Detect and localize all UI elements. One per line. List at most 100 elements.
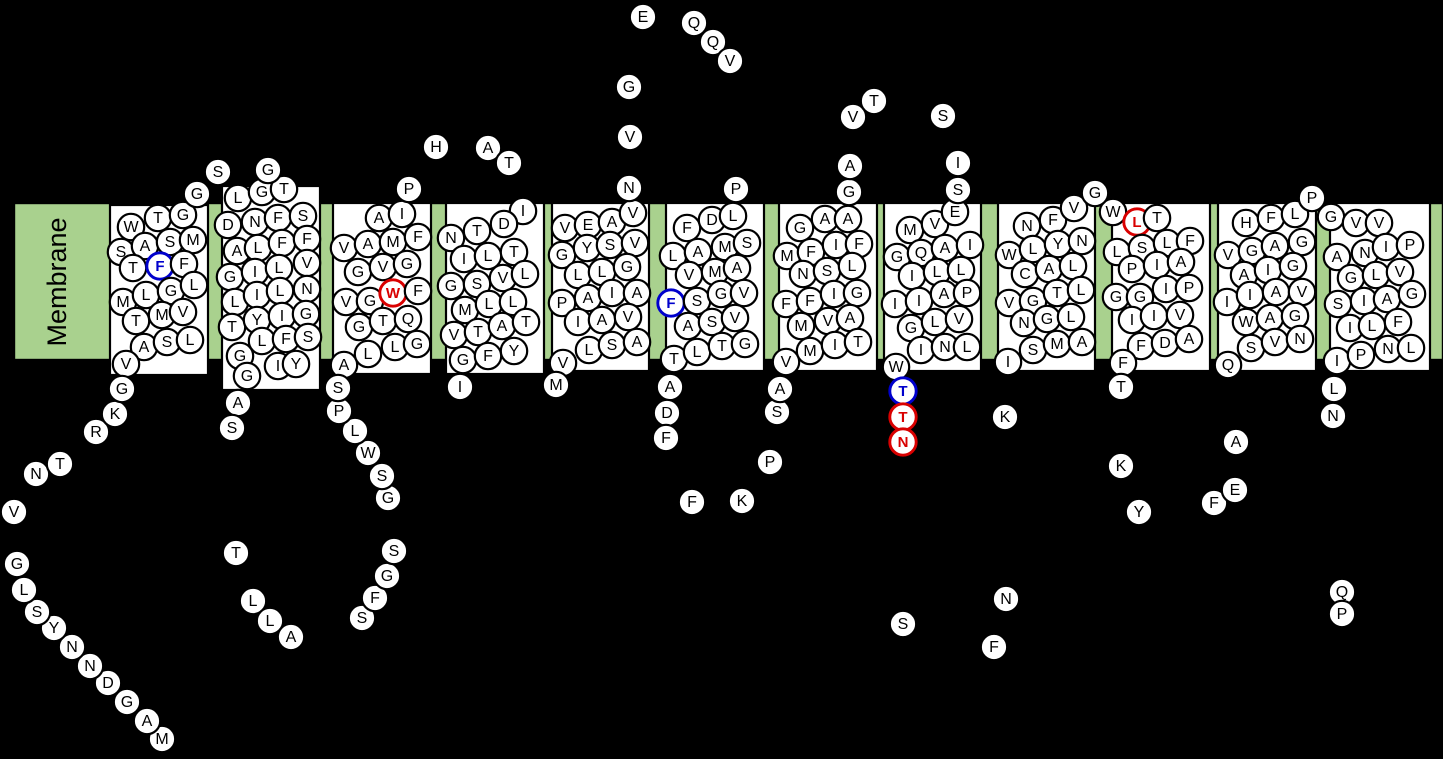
residue-letter: S <box>898 616 909 633</box>
residue-letter: G <box>1345 270 1357 287</box>
residue-letter: G <box>1289 308 1301 325</box>
residue-circle <box>276 622 306 652</box>
residue-circle <box>93 668 123 698</box>
tm4-residue-g: G <box>448 345 478 375</box>
residue-circle <box>2 549 32 579</box>
residue-letter: F <box>661 430 671 447</box>
residue-circle <box>107 374 137 404</box>
tm6-residue-f: F <box>656 288 686 318</box>
residue-letter: L <box>509 294 518 311</box>
residue-letter: S <box>692 293 703 310</box>
residue-letter: I <box>400 206 404 223</box>
residue-letter: F <box>806 244 816 261</box>
residue-letter: I <box>1130 312 1134 329</box>
residue-letter: T <box>231 545 241 562</box>
residue-letter: T <box>378 313 388 330</box>
tm3-residue-f: F <box>403 276 433 306</box>
tm7-residue-v: V <box>771 347 801 377</box>
tm7-residue-g: G <box>785 213 815 243</box>
loop-tm2-tm3-bottom-residue-s: S <box>347 603 377 633</box>
residue-circle <box>1396 333 1426 363</box>
loop-tm6-tm7-bottom-residue-d: D <box>652 398 682 428</box>
tm8-residue-g: G <box>882 242 912 272</box>
tm10-residue-w: W <box>1098 197 1128 227</box>
residue-letter: I <box>1335 353 1339 370</box>
tm4-residue-t: T <box>463 317 493 347</box>
tm11-residue-a: A <box>1261 277 1291 307</box>
loop-tm1-tm2-top-residue-s: S <box>203 157 233 187</box>
residue-letter: G <box>739 336 751 353</box>
residue-letter: N <box>1018 315 1030 332</box>
tm7-residue-m: M <box>795 336 825 366</box>
tm11-residue-w: W <box>1231 307 1261 337</box>
tm5-residue-a: A <box>573 283 603 313</box>
tm3-residue-i: I <box>387 199 417 229</box>
residue-circle <box>403 276 433 306</box>
residue-circle <box>1385 257 1415 287</box>
residue-letter: G <box>445 278 457 295</box>
tm1-residue-t: T <box>121 306 151 336</box>
residue-letter: T <box>504 155 514 172</box>
residue-letter: F <box>1209 495 1219 512</box>
tm4-residue-f: F <box>473 341 503 371</box>
tm3-residue-a: A <box>364 203 394 233</box>
loop-tm2-tm3-bottom-residue-l: L <box>340 416 370 446</box>
residue-letter: G <box>241 368 253 385</box>
residue-letter: G <box>364 293 376 310</box>
loop-tm5-tm6-top-residue-v: V <box>615 122 645 152</box>
loop-tm7-tm8-top-residue-a: A <box>835 151 865 181</box>
residue-letter: I <box>576 314 580 331</box>
residue-letter: T <box>521 314 531 331</box>
loop-tm8-tm9-bottom-residue-n: N <box>888 427 918 457</box>
tm3-residue-g: G <box>402 329 432 359</box>
n-terminus-residue-a: A <box>132 706 162 736</box>
residue-letter: S <box>162 334 173 351</box>
residue-circle <box>1059 193 1089 223</box>
tm2-residue-s: S <box>288 201 318 231</box>
residue-circle <box>1346 340 1376 370</box>
tm11-residue-n: N <box>1285 324 1315 354</box>
loop-tm2-tm3-bottom-residue-g: G <box>373 483 403 513</box>
residue-letter: V <box>684 267 695 284</box>
residue-letter: G <box>1287 258 1299 275</box>
residue-letter: I <box>521 203 525 220</box>
n-terminus-residue-g: G <box>107 374 137 404</box>
residue-circle <box>837 251 867 281</box>
loop-tm2-tm3-bottom-residue-s: S <box>379 536 409 566</box>
residue-circle <box>253 155 283 185</box>
residue-letter: T <box>717 338 727 355</box>
residue-circle <box>952 332 982 362</box>
residue-letter: V <box>625 129 636 146</box>
loop-tm2-tm3-bottom-residue-f: F <box>360 583 390 613</box>
tm11-residue-i: I <box>1235 280 1265 310</box>
residue-circle <box>1397 279 1427 309</box>
residue-letter: I <box>1348 320 1352 337</box>
tm2-residue-d: D <box>213 210 243 240</box>
tm5-residue-v: V <box>613 302 643 332</box>
residue-letter: G <box>843 184 855 201</box>
tm5-residue-v: V <box>618 198 648 228</box>
residue-circle <box>771 347 801 377</box>
residue-letter: V <box>725 53 736 70</box>
loop-tm6-tm7-bottom-residue-f: F <box>677 487 707 517</box>
residue-letter: V <box>178 304 189 321</box>
loop-tm11-tm12-top-residue-p: P <box>1297 183 1327 213</box>
residue-letter: A <box>142 713 153 730</box>
residue-letter: A <box>483 140 494 157</box>
residue-letter: P <box>1184 280 1195 297</box>
tm9-residue-l: L <box>1066 275 1096 305</box>
residue-circle <box>445 372 475 402</box>
residue-circle <box>622 327 652 357</box>
tm6-residue-l: L <box>658 241 688 271</box>
tm2-residue-g: G <box>215 262 245 292</box>
tm6-residue-m: M <box>710 232 740 262</box>
residue-letter: N <box>66 639 78 656</box>
residue-letter: L <box>1372 267 1381 284</box>
tm9-residue-m: M <box>1042 329 1072 359</box>
tm5-residue-s: S <box>597 330 627 360</box>
residue-letter: F <box>1048 212 1058 229</box>
residue-circle <box>952 278 982 308</box>
tm8-residue-v: V <box>944 304 974 334</box>
residue-circle <box>651 423 681 453</box>
tm5-residue-v: V <box>620 228 650 258</box>
